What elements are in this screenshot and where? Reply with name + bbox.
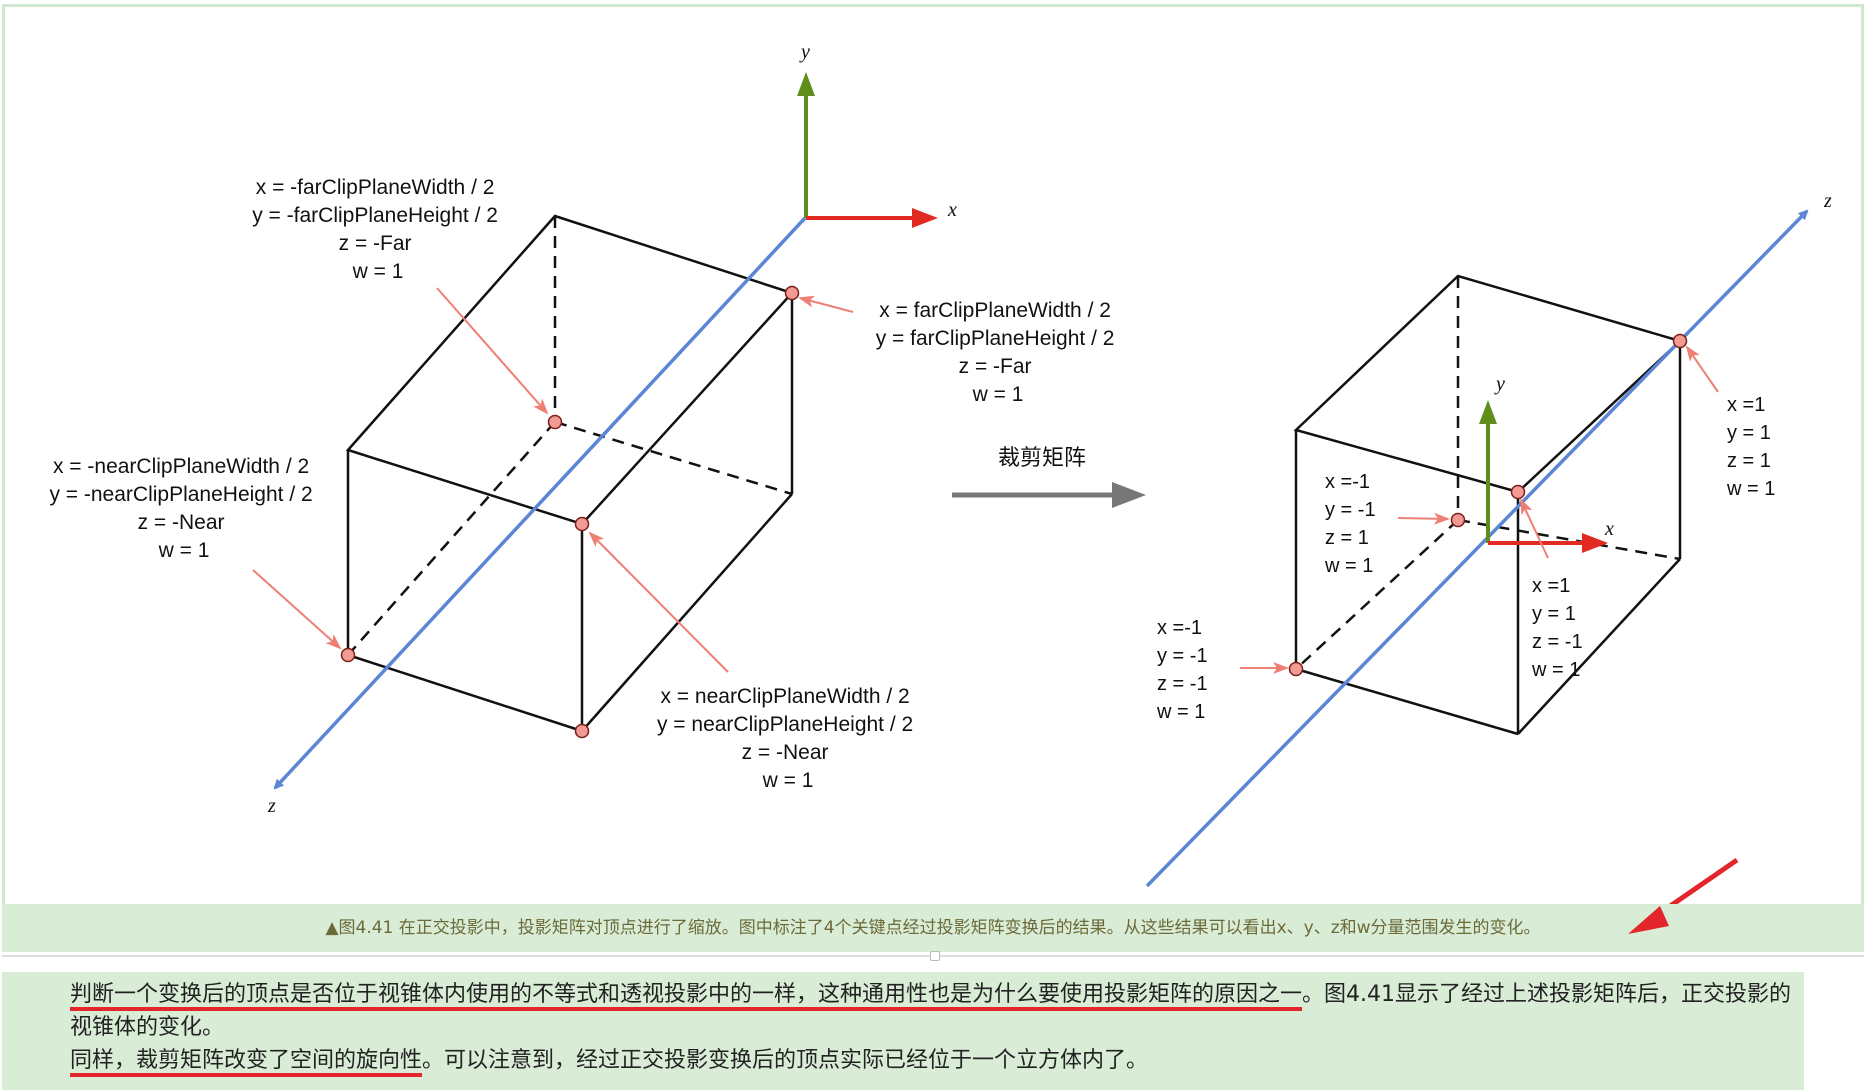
label-back-corner: x =-1 y = -1 z = 1 w = 1 — [1324, 471, 1381, 577]
label-far-corner: x =1 y = 1 z = 1 w = 1 — [1726, 394, 1776, 500]
label-far-top-left: x = -farClipPlaneWidth / 2 y = -farClipP… — [252, 176, 504, 283]
left-cube-hidden-edges — [347, 216, 793, 656]
annotation-arrow — [1668, 857, 1739, 904]
right-cube: y x z x =1 y = 1 z = 1 w = 1 x =-1 y = -… — [1145, 190, 1832, 888]
transform-arrow: 裁剪矩阵 — [952, 446, 1146, 508]
right-pointer-arrows — [1240, 345, 1719, 674]
caption-text: ▲图4.41 在正交投影中，投影矩阵对顶点进行了缩放。图中标注了4个关键点经过投… — [325, 918, 1541, 938]
left-cube-visible-edges — [345, 214, 795, 733]
right-x-arrowhead — [1582, 533, 1608, 553]
figure-frame — [2, 4, 1864, 904]
right-axis-x-label: x — [1604, 518, 1614, 540]
paragraph-2-rest: 。可以注意到，经过正交投影变换后的顶点实际已经位于一个立方体内了。 — [422, 1048, 1149, 1073]
transform-label: 裁剪矩阵 — [998, 446, 1086, 471]
right-cube-hidden-edges — [1295, 276, 1681, 670]
label-near-bottom-left: x = -nearClipPlaneWidth / 2 y = -nearCli… — [49, 455, 318, 562]
left-x-arrowhead — [912, 208, 938, 228]
projection-diagram: y x z x = -farClipPlaneWidth / 2 y = -fa… — [49, 41, 1832, 904]
right-axis-z-label: z — [1823, 190, 1832, 212]
left-axis-y-label: y — [799, 41, 810, 63]
paragraph-2: 同样，裁剪矩阵改变了空间的旋向性。可以注意到，经过正交投影变换后的顶点实际已经位… — [22, 1044, 1804, 1077]
left-key-vertices — [340, 285, 800, 739]
paragraph-2-highlight: 同样，裁剪矩阵改变了空间的旋向性 — [70, 1048, 423, 1073]
left-y-arrowhead — [797, 72, 815, 96]
label-front-corner: x =1 y = 1 z = -1 w = 1 — [1531, 575, 1588, 681]
left-axis-x-label: x — [947, 199, 957, 221]
label-far-top-right: x = farClipPlaneWidth / 2 y = farClipPla… — [876, 299, 1121, 406]
right-key-vertices — [1288, 333, 1688, 677]
resize-handle[interactable] — [930, 951, 940, 961]
right-y-arrowhead — [1479, 400, 1497, 424]
label-near-bottom-right: x = nearClipPlaneWidth / 2 y = nearClipP… — [657, 685, 919, 792]
paragraph-1: 判断一个变换后的顶点是否位于视锥体内使用的不等式和透视投影中的一样，这种通用性也… — [22, 978, 1804, 1044]
left-z-axis — [273, 216, 807, 790]
right-z-axis — [1145, 209, 1809, 888]
paragraph-1-rest: 。图4.41显示了经过上述投影矩阵后，正交投影的视锥体的变化。 — [70, 982, 1792, 1040]
figure-caption: ▲图4.41 在正交投影中，投影矩阵对顶点进行了缩放。图中标注了4个关键点经过投… — [2, 904, 1864, 952]
right-axis-y-label: y — [1494, 373, 1505, 395]
body-text: 判断一个变换后的顶点是否位于视锥体内使用的不等式和透视投影中的一样，这种通用性也… — [2, 972, 1804, 1090]
paragraph-1-highlight: 判断一个变换后的顶点是否位于视锥体内使用的不等式和透视投影中的一样，这种通用性也… — [70, 982, 1303, 1007]
label-near-corner: x =-1 y = -1 z = -1 w = 1 — [1156, 617, 1213, 723]
left-cube: y x z x = -farClipPlaneWidth / 2 y = -fa… — [49, 41, 1121, 817]
left-pointer-arrows — [252, 287, 854, 673]
left-axis-z-label: z — [267, 795, 276, 817]
